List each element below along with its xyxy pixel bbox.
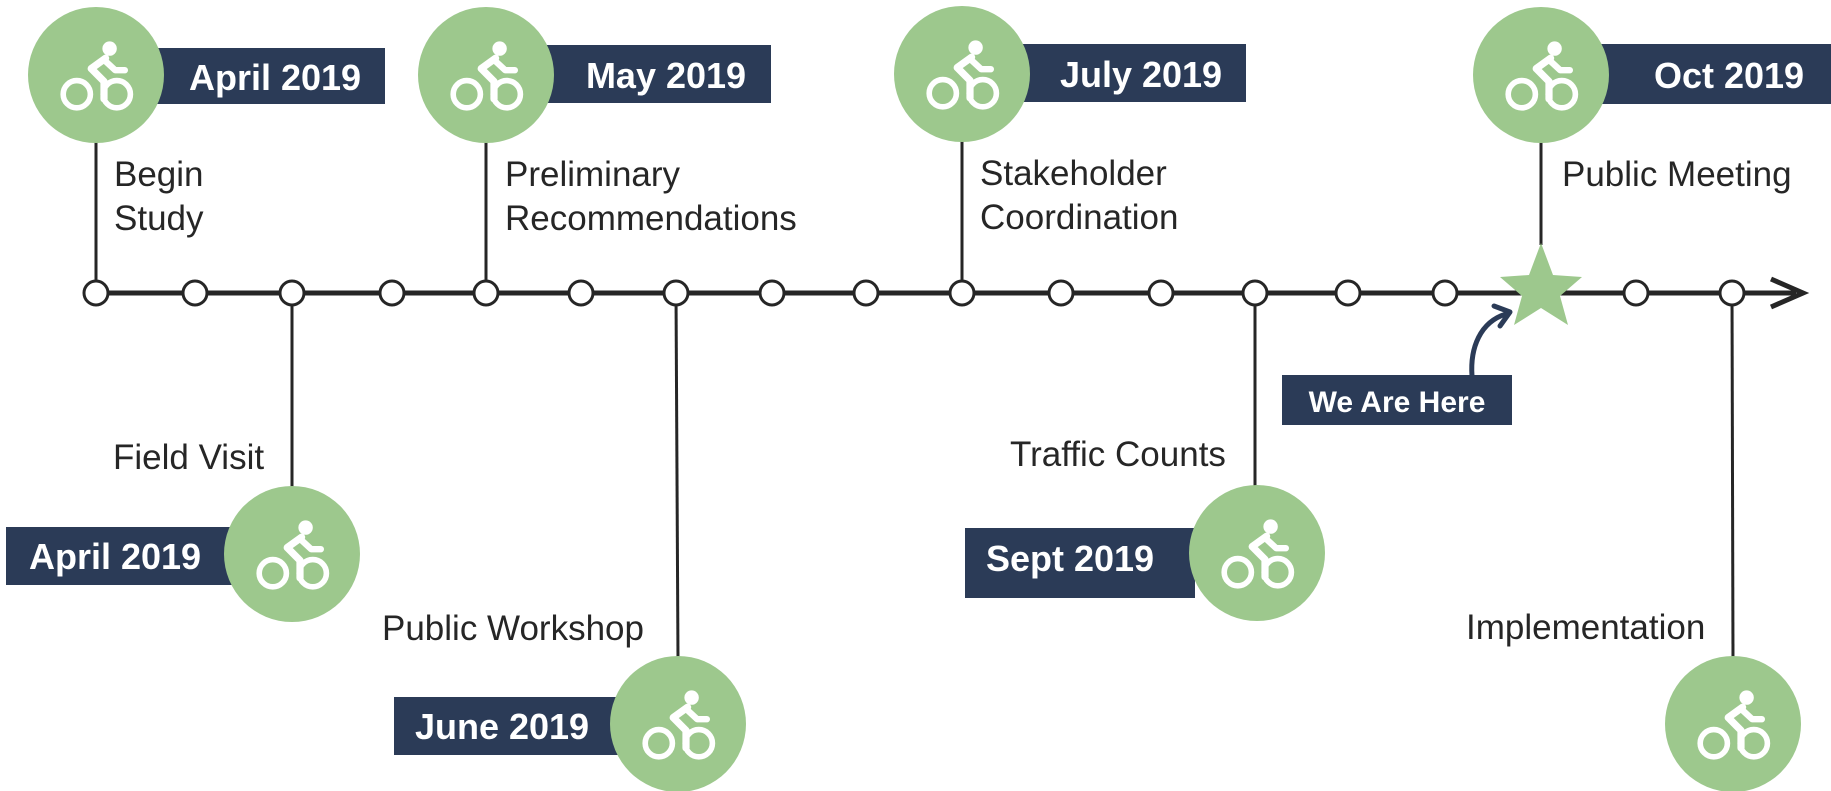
milestone-traffic-counts: Sept 2019 Traffic Counts (965, 435, 1325, 621)
tick (181, 279, 209, 307)
timeline-axis (85, 276, 1810, 310)
tick (567, 279, 595, 307)
milestone-public-workshop: June 2019 Public Workshop (382, 609, 746, 791)
milestone-label: Coordination (980, 198, 1178, 237)
date-label: May 2019 (586, 55, 746, 96)
date-label: Sept 2019 (986, 538, 1154, 579)
date-label: April 2019 (189, 57, 361, 98)
tick (1622, 279, 1650, 307)
date-banner (1020, 44, 1246, 102)
we-are-here-badge (1282, 375, 1512, 425)
tick (758, 279, 786, 307)
milestone-public-meeting: Oct 2019 Public Meeting (1473, 7, 1831, 194)
connector-lines (94, 135, 1735, 661)
date-label: June 2019 (415, 706, 589, 747)
tick (1147, 279, 1175, 307)
tick (82, 279, 110, 307)
milestone-field-visit: April 2019 Field Visit (6, 438, 360, 622)
milestone-label: Study (114, 199, 204, 238)
tick (1718, 279, 1746, 307)
tick (852, 279, 880, 307)
milestone-preliminary-recommendations: May 2019 Preliminary Recommendations (418, 7, 797, 238)
tick (278, 279, 306, 307)
star-icon (1500, 243, 1582, 325)
date-label: April 2019 (29, 536, 201, 577)
milestone-label: Public Workshop (382, 609, 644, 648)
milestone-stakeholder-coordination: July 2019 Stakeholder Coordination (894, 6, 1246, 237)
current-position-marker: We Are Here (1282, 243, 1582, 425)
milestone-label: Traffic Counts (1010, 435, 1226, 474)
tick (472, 279, 500, 307)
date-banner (394, 697, 624, 755)
milestone-label: Begin (114, 155, 204, 194)
date-banner (155, 48, 385, 104)
date-banner (6, 527, 236, 585)
date-label: Oct 2019 (1654, 55, 1804, 96)
tick (378, 279, 406, 307)
date-label: July 2019 (1060, 54, 1222, 95)
milestone-label: Field Visit (113, 438, 264, 477)
milestone-implementation: Implementation (1466, 608, 1801, 791)
date-banner (1600, 44, 1831, 104)
tick (662, 279, 690, 307)
milestone-label: Preliminary (505, 155, 681, 194)
date-banner (545, 45, 771, 103)
pointer-arrow-icon (1469, 311, 1509, 379)
milestone-label: Public Meeting (1562, 155, 1792, 194)
milestone-label: Implementation (1466, 608, 1705, 647)
tick (1241, 279, 1269, 307)
milestone-label: Recommendations (505, 199, 797, 238)
milestone-label: Stakeholder (980, 154, 1167, 193)
date-banner (965, 528, 1195, 598)
milestone-begin-study: April 2019 Begin Study (28, 7, 385, 238)
tick (1334, 279, 1362, 307)
tick (948, 279, 976, 307)
timeline-ticks (82, 279, 1746, 307)
tick (1047, 279, 1075, 307)
we-are-here-text: We Are Here (1309, 386, 1486, 419)
tick (1431, 279, 1459, 307)
